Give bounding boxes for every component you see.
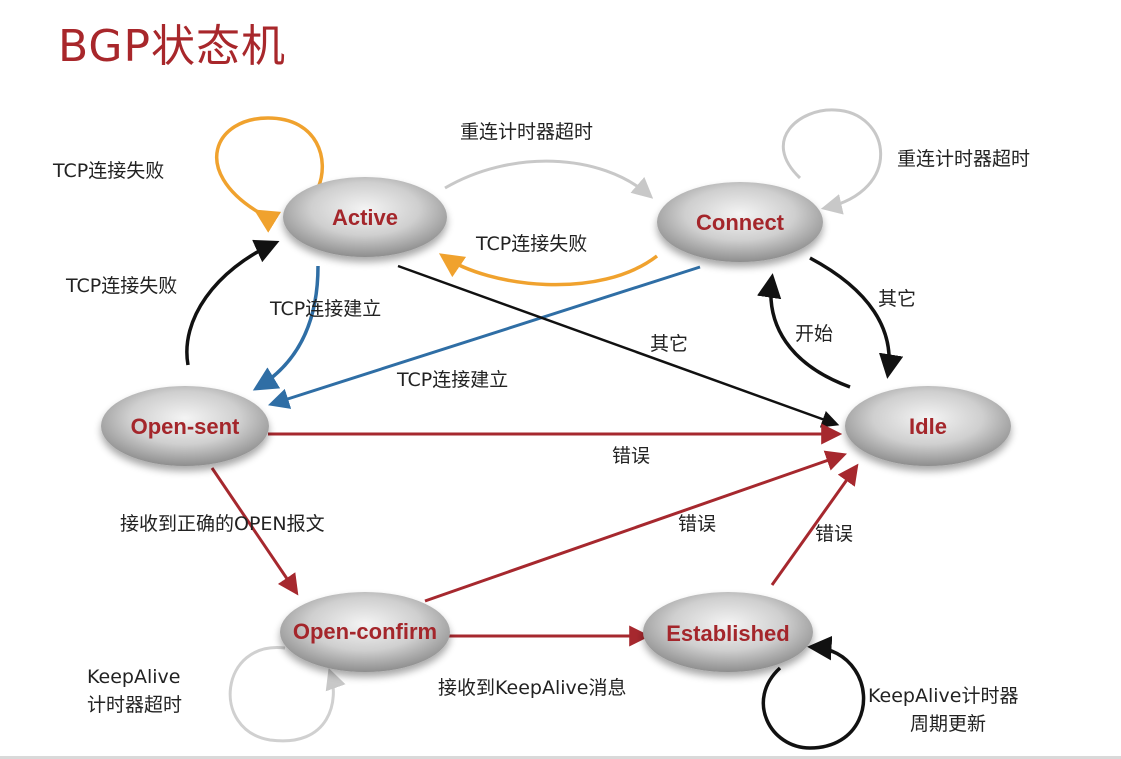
- label-active-to-connect: 重连计时器超时: [460, 121, 593, 143]
- page-title: BGP状态机: [58, 21, 287, 72]
- edge-connect-self: [782, 108, 883, 215]
- label-idle-to-connect: 开始: [795, 323, 833, 345]
- label-connect-to-idle: 其它: [878, 288, 916, 310]
- edge-active-to-idle: [397, 264, 840, 428]
- state-connect-label: Connect: [696, 210, 785, 235]
- label-connect-self: 重连计时器超时: [897, 148, 1030, 170]
- edge-idle-to-connect: [757, 273, 851, 389]
- state-active: Active: [283, 177, 447, 257]
- edge-opensent-to-active: [185, 239, 280, 366]
- edge-openconfirm-self: [228, 646, 346, 743]
- label-opensent-to-idle: 错误: [612, 445, 650, 467]
- state-idle: Idle: [845, 386, 1011, 466]
- state-idle-label: Idle: [909, 414, 947, 439]
- label-active-self: TCP连接失败: [52, 160, 164, 182]
- edge-opensent-to-openconfirm: [210, 467, 299, 596]
- edge-established-to-idle: [770, 463, 859, 586]
- edge-openconfirm-to-idle: [424, 450, 847, 603]
- label-established-self-line2: 周期更新: [910, 713, 986, 735]
- state-established-label: Established: [666, 621, 789, 646]
- label-opensent-to-openconfirm: 接收到正确的OPEN报文: [120, 513, 325, 535]
- label-opensent-to-active: TCP连接失败: [65, 275, 177, 297]
- state-connect: Connect: [657, 182, 823, 262]
- state-open-confirm-label: Open-confirm: [293, 619, 437, 644]
- label-active-to-idle: 其它: [650, 333, 688, 355]
- label-openconfirm-self-line2: 计时器超时: [87, 694, 182, 716]
- edge-active-to-connect: [444, 159, 654, 199]
- state-active-label: Active: [332, 205, 398, 230]
- edge-connect-to-opensent: [267, 265, 701, 409]
- edge-connect-to-idle: [809, 256, 904, 379]
- state-established: Established: [643, 592, 813, 672]
- label-openconfirm-self-line1: KeepAlive: [87, 666, 180, 688]
- state-open-sent-label: Open-sent: [131, 414, 240, 439]
- bottom-divider: [0, 756, 1121, 759]
- state-open-confirm: Open-confirm: [280, 592, 450, 672]
- state-open-sent: Open-sent: [101, 386, 269, 466]
- label-connect-to-opensent: TCP连接建立: [396, 369, 508, 391]
- edge-active-to-opensent: [252, 265, 320, 391]
- edge-established-self: [761, 635, 866, 750]
- label-established-self-line1: KeepAlive计时器: [868, 685, 1018, 707]
- label-connect-to-active: TCP连接失败: [475, 233, 587, 255]
- edge-active-self: [214, 116, 325, 233]
- edge-connect-to-active: [438, 253, 659, 287]
- label-openconfirm-to-idle: 错误: [678, 513, 716, 535]
- label-established-to-idle: 错误: [815, 523, 853, 545]
- label-openconfirm-to-established: 接收到KeepAlive消息: [438, 677, 626, 699]
- label-active-to-opensent: TCP连接建立: [269, 298, 381, 320]
